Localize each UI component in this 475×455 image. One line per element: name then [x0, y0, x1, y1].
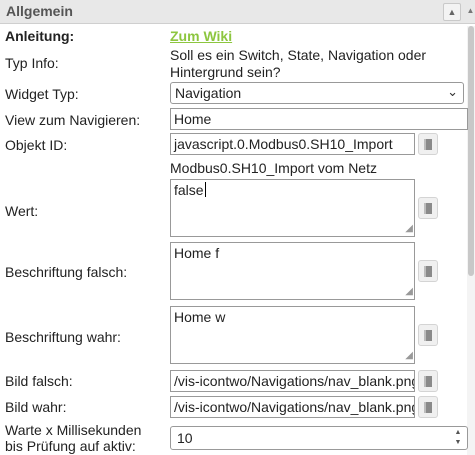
panel-header: Allgemein ▲ ▲ — [0, 0, 475, 24]
panel-title: Allgemein — [6, 3, 73, 19]
typ-info-label: Typ Info: — [5, 55, 59, 71]
widget-typ-value: Navigation — [175, 85, 242, 101]
beschriftung-wahr-select-button[interactable] — [418, 324, 438, 346]
bild-falsch-label: Bild falsch: — [5, 373, 73, 389]
beschriftung-wahr-textarea[interactable]: Home w ◢ — [170, 306, 415, 364]
warte-number-input[interactable]: 10 ▲▼ — [170, 426, 468, 450]
resize-grip-icon[interactable]: ◢ — [405, 286, 413, 297]
beschriftung-wahr-value: Home w — [174, 309, 226, 325]
warte-value: 10 — [177, 430, 193, 446]
beschriftung-wahr-label: Beschriftung wahr: — [5, 329, 121, 345]
select-object-icon — [424, 265, 432, 277]
objekt-id-label: Objekt ID: — [5, 137, 68, 153]
view-label: View zum Navigieren: — [5, 112, 141, 128]
select-object-icon — [424, 202, 432, 214]
warte-label-line2: bis Prüfung auf aktiv: — [5, 438, 136, 454]
wert-textarea[interactable]: false ◢ — [170, 179, 415, 237]
select-object-icon — [424, 375, 432, 387]
typ-info-text: Soll es ein Switch, State, Navigation od… — [170, 47, 427, 80]
resize-grip-icon[interactable]: ◢ — [405, 223, 413, 234]
select-object-icon — [424, 329, 432, 341]
wert-label: Wert: — [5, 203, 39, 219]
resize-grip-icon[interactable]: ◢ — [405, 350, 413, 361]
spinner-icon[interactable]: ▲▼ — [454, 429, 462, 446]
wert-select-button[interactable] — [418, 197, 438, 219]
bild-falsch-select-button[interactable] — [418, 370, 438, 392]
warte-label-line1: Warte x Millisekunden — [5, 422, 142, 438]
beschriftung-falsch-select-button[interactable] — [418, 260, 438, 282]
scrollbar-thumb[interactable] — [468, 26, 474, 276]
collapse-button[interactable]: ▲ — [443, 3, 461, 21]
objekt-id-input[interactable]: javascript.0.Modbus0.SH10_Import — [170, 133, 415, 155]
wert-value: false — [174, 182, 204, 198]
beschriftung-falsch-value: Home f — [174, 245, 220, 261]
bild-falsch-input[interactable]: /vis-icontwo/Navigations/nav_blank.png — [170, 370, 415, 392]
select-object-icon — [424, 138, 432, 150]
widget-typ-label: Widget Typ: — [5, 86, 79, 102]
beschriftung-falsch-textarea[interactable]: Home f ◢ — [170, 242, 415, 300]
widget-typ-select[interactable]: Navigation ⌄ — [170, 82, 464, 104]
bild-wahr-select-button[interactable] — [418, 396, 438, 418]
scroll-up-arrow-icon[interactable]: ▲ — [466, 6, 475, 15]
bild-wahr-label: Bild wahr: — [5, 399, 67, 415]
wiki-link[interactable]: Zum Wiki — [170, 28, 233, 44]
anleitung-label: Anleitung: — [5, 28, 75, 44]
triangle-up-icon: ▲ — [447, 7, 457, 17]
bild-wahr-input[interactable]: /vis-icontwo/Navigations/nav_blank.png — [170, 396, 415, 418]
text-cursor — [204, 182, 206, 197]
view-input[interactable]: Home — [170, 108, 468, 130]
beschriftung-falsch-label: Beschriftung falsch: — [5, 264, 128, 280]
objekt-id-hint: Modbus0.SH10_Import vom Netz — [170, 160, 377, 176]
select-object-icon — [424, 401, 432, 413]
chevron-down-icon: ⌄ — [447, 84, 458, 99]
objekt-id-select-button[interactable] — [418, 133, 438, 155]
